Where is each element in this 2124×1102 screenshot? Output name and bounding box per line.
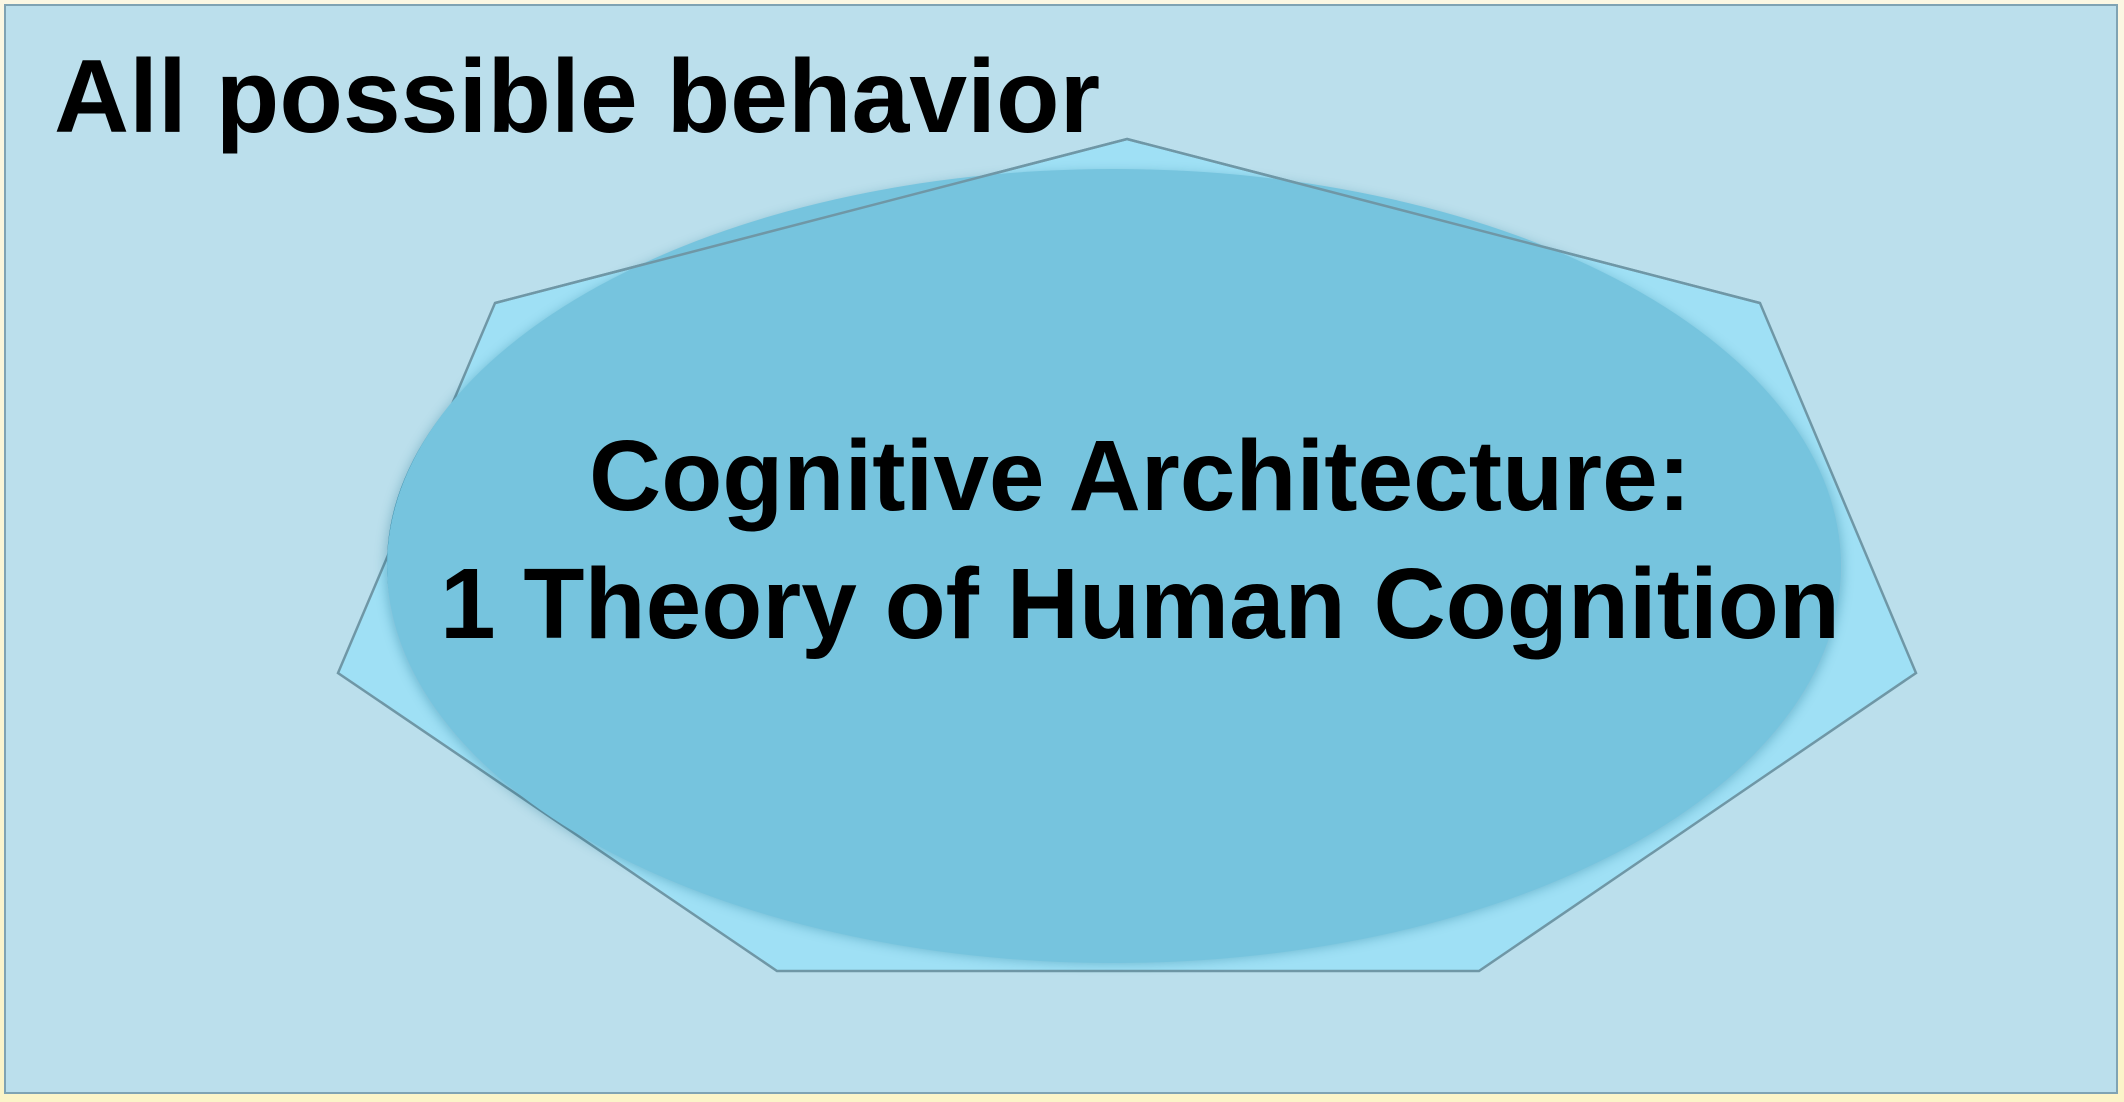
architecture-ellipse [387,169,1841,963]
architecture-label-line2: 1 Theory of Human Cognition [440,548,1840,660]
polygon-top-edges [494,137,1761,305]
behavior-space-label: All possible behavior [54,39,1101,155]
architecture-label: Cognitive Architecture: 1 Theory of Huma… [340,412,1940,668]
architecture-label-line1: Cognitive Architecture: [588,420,1691,532]
